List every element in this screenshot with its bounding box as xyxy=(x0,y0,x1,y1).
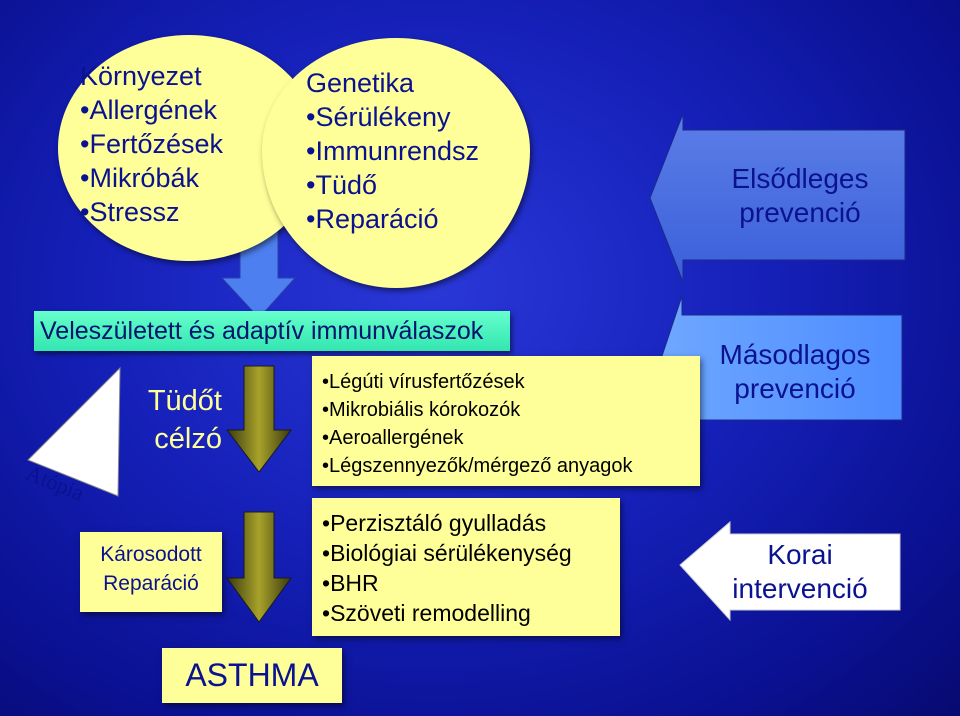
early-intervention-label: Korai intervenció xyxy=(710,538,890,606)
asthma-box: ASTHMA xyxy=(162,648,342,703)
triggers-box: Légúti vírusfertőzések Mikrobiális kórok… xyxy=(312,356,700,486)
lung-targeted-label: Tüdőt célzó xyxy=(112,382,222,458)
primary-prevention-label: Elsődleges prevenció xyxy=(700,162,900,230)
genetics-title: Genetika xyxy=(306,68,415,98)
genetics-item: Tüdő xyxy=(306,168,479,202)
outcome-item: Szöveti remodelling xyxy=(322,598,572,628)
atopia-triangle xyxy=(27,366,121,497)
olive-down-arrow-1 xyxy=(225,365,293,473)
olive-down-arrow-2 xyxy=(226,511,292,623)
genetics-circle: Genetika Sérülékeny Immunrendsz Tüdő Rep… xyxy=(262,38,530,288)
genetics-item: Immunrendsz xyxy=(306,134,479,168)
lung-targeted-line: célzó xyxy=(154,423,222,455)
trigger-item: Mikrobiális kórokozók xyxy=(322,396,633,424)
environment-item: Mikróbák xyxy=(80,161,223,195)
immune-response-label: Veleszületett és adaptív immunválaszok xyxy=(40,317,484,345)
asthma-label: ASTHMA xyxy=(185,657,319,693)
damaged-repair-box: Károsodott Reparáció xyxy=(80,532,222,612)
early-intervention-arrow xyxy=(679,520,901,622)
early-intervention-line: Korai xyxy=(767,539,833,570)
primary-prevention-arrow xyxy=(649,113,906,283)
lung-targeted-line: Tüdőt xyxy=(147,385,222,417)
outcome-item: BHR xyxy=(322,568,572,598)
secondary-prevention-line: prevenció xyxy=(734,373,856,404)
immune-response-bar: Veleszületett és adaptív immunválaszok xyxy=(34,311,510,351)
outcome-item: Perzisztáló gyulladás xyxy=(322,508,572,538)
genetics-item: Sérülékeny xyxy=(306,100,479,134)
genetics-item: Reparáció xyxy=(306,202,479,236)
environment-title: Környezet xyxy=(80,61,202,91)
trigger-item: Aeroallergének xyxy=(322,424,633,452)
outcome-item: Biológiai sérülékenység xyxy=(322,538,572,568)
early-intervention-line: intervenció xyxy=(732,573,868,604)
secondary-prevention-label: Másodlagos prevenció xyxy=(690,338,900,406)
secondary-prevention-line: Másodlagos xyxy=(719,339,871,370)
damaged-line: Károsodott xyxy=(100,543,202,566)
primary-prevention-line: Elsődleges xyxy=(731,163,869,194)
trigger-item: Légszennyezők/mérgező anyagok xyxy=(322,452,633,480)
outcomes-box: Perzisztáló gyulladás Biológiai sérüléke… xyxy=(312,498,620,636)
environment-item: Stressz xyxy=(80,195,223,229)
environment-item: Allergének xyxy=(80,93,223,127)
damaged-line: Reparáció xyxy=(103,572,199,595)
primary-prevention-line: prevenció xyxy=(739,197,861,228)
environment-item: Fertőzések xyxy=(80,127,223,161)
trigger-item: Légúti vírusfertőzések xyxy=(322,368,633,396)
